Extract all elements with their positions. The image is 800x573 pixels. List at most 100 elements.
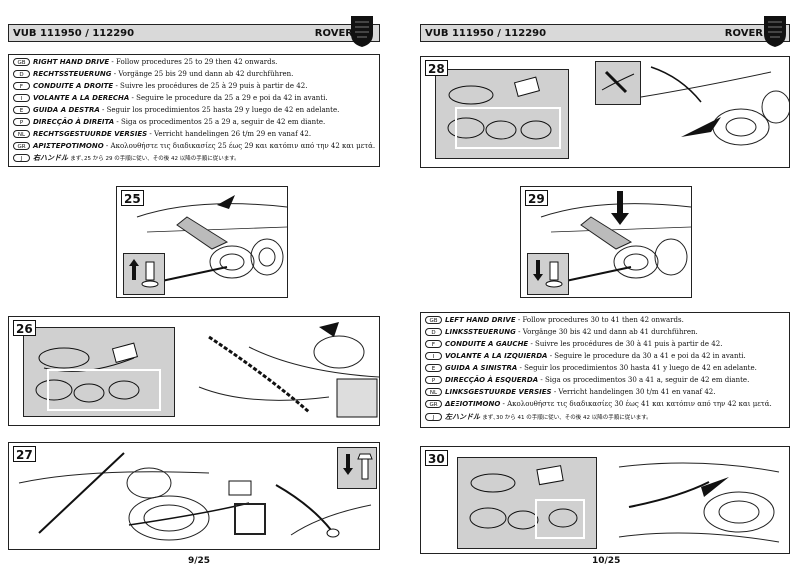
step-number: 27 [13, 446, 36, 462]
connector-detail-illustration [275, 484, 372, 538]
language-badge: NL [425, 388, 442, 396]
language-badge: J [13, 154, 30, 162]
instruction-text: Follow procedures 25 to 29 then 42 onwar… [116, 58, 278, 66]
language-badge: P [425, 376, 442, 384]
step-25-panel: 25 [116, 186, 288, 298]
step-26-panel: 26 [8, 316, 380, 426]
brand-name: ROVER [724, 28, 763, 39]
wiring-harness-inset [457, 457, 597, 549]
right-page: VUB 111950 / 112290 ROVER 28 [400, 0, 800, 573]
language-badge: P [13, 118, 30, 126]
instruction-text: Seguire le procedure da 30 a 41 e poi da… [554, 352, 746, 360]
language-badge: NL [13, 130, 30, 138]
engine-harness-route-illustration [198, 322, 379, 418]
instruction-text: Vorgänge 25 bis 29 und dann ab 42 durchf… [118, 70, 294, 78]
language-badge: E [13, 106, 30, 114]
instruction-text: Ακολουθήστε τις διαδικασίες 25 έως 29 κα… [110, 142, 376, 150]
bolt-down-arrow-icon [343, 453, 373, 480]
bolt-down-arrow-icon [533, 260, 563, 288]
instruction-text: Seguire le procedure da 25 a 29 e poi da… [136, 94, 328, 102]
language-badge: D [13, 70, 30, 78]
instruction-title: RECHTSGESTUURDE VERSIES [33, 130, 148, 138]
instruction-text: Suivre les procédures de 25 à 29 puis à … [120, 82, 308, 90]
step-number: 29 [525, 190, 548, 206]
instruction-title: 右ハンドル [33, 154, 68, 162]
instruction-text: Verricht handelingen 30 t/m 41 en vanaf … [558, 388, 716, 396]
step-number: 25 [121, 190, 144, 206]
language-badge: I [13, 94, 30, 102]
instruction-title: CONDUITE A DROITE [33, 82, 114, 90]
instruction-text: まず､25 から 29 の手順に従い、その後 42 以降の手順に従います。 [70, 156, 240, 162]
instruction-title: RIGHT HAND DRIVE [33, 58, 110, 66]
instruction-text: Seguir los procedimientos 25 hasta 29 y … [106, 106, 340, 114]
language-badge: F [13, 82, 30, 90]
page-number: 9/25 [188, 556, 211, 566]
wiring-harness-icon [469, 465, 585, 539]
instruction-title: LINKSGESTUURDE VERSIES [445, 388, 552, 396]
language-badge: E [425, 364, 442, 372]
wiring-harness-icon [447, 76, 561, 149]
bolt-up-arrow-icon [129, 259, 159, 288]
instruction-title: VOLANTE A LA DERECHA [33, 94, 130, 102]
instruction-text: Verricht handelingen 26 t/m 29 en vanaf … [154, 130, 312, 138]
instruction-title: RECHTSSTEUERUNG [33, 70, 112, 78]
rover-shield-icon [351, 16, 373, 47]
product-code: VUB 111950 / 112290 [13, 28, 135, 39]
instruction-title: GUIDA A DESTRA [33, 106, 100, 114]
step-29-panel: 29 [520, 186, 692, 298]
wiring-harness-inset [435, 69, 569, 159]
engine-bay-wiring-illustration [18, 452, 252, 541]
bolt-inset [527, 253, 569, 295]
instruction-title: LINKSSTEUERUNG [445, 328, 516, 336]
language-badge: I [425, 352, 442, 360]
step-28-panel: 28 [420, 56, 790, 168]
language-badge: D [425, 328, 442, 336]
instruction-title: 左ハンドル [445, 413, 480, 421]
step-number: 26 [13, 320, 36, 336]
language-badge: GB [13, 58, 30, 66]
instruction-title: DIRECÇÃO À ESQUERDA [445, 376, 539, 384]
instruction-title: GUIDA A SINISTRA [445, 364, 518, 372]
language-badge: GR [425, 400, 442, 408]
instruction-text: Ακολουθήστε τις διαδικασίες 30 έως 41 κα… [507, 400, 772, 408]
rover-shield-icon [764, 16, 786, 47]
step-30-panel: 30 [420, 446, 790, 554]
page-number: 10/25 [592, 556, 621, 566]
instruction-title: ΔΕΞΙΟΤΙΜΟΝΟ [445, 400, 501, 408]
bolt-inset [337, 447, 377, 489]
instruction-text: Siga os procedimentos 30 a 41 a, seguir … [545, 376, 750, 384]
instruction-text: Follow procedures 30 to 41 then 42 onwar… [522, 316, 684, 324]
instruction-title: LEFT HAND DRIVE [445, 316, 516, 324]
clip-icon [601, 70, 635, 94]
wiring-harness-icon [35, 342, 161, 411]
instruction-title: CONDUITE A GAUCHE [445, 340, 529, 348]
engine-bay-illustration [640, 66, 789, 146]
step-number: 30 [425, 450, 448, 466]
engine-bay-wiring-illustration [618, 462, 780, 543]
step-number: 28 [425, 60, 448, 76]
detail-highlight-frame [234, 503, 266, 535]
wiring-harness-inset [23, 327, 175, 417]
page-header: VUB 111950 / 112290 ROVER [8, 24, 380, 42]
instruction-title: VOLANTE A LA IZQUIERDA [445, 352, 548, 360]
product-code: VUB 111950 / 112290 [425, 28, 547, 39]
language-badge: J [425, 413, 442, 421]
bolt-inset [123, 253, 165, 295]
